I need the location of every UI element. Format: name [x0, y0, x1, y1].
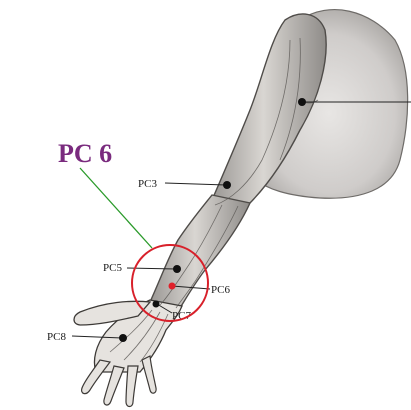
pc7-leader [156, 303, 173, 314]
pc6-label: PC6 [211, 284, 230, 296]
title-pointer-line [79, 167, 153, 249]
shoulder-acupoint [298, 98, 306, 106]
diagram-title: PC 6 [58, 139, 112, 168]
fingers [81, 355, 157, 408]
pc3-point [223, 181, 231, 189]
pc3-leader [164, 182, 227, 186]
pc3-label: PC3 [138, 178, 157, 190]
pc6-leader [171, 285, 211, 290]
pc8-point [119, 334, 127, 342]
highlight-circle [131, 244, 209, 322]
pc8-leader [71, 335, 123, 339]
pc8-label: PC8 [47, 331, 66, 343]
thumb-shape [73, 300, 152, 326]
pc5-label: PC5 [103, 262, 122, 274]
pc5-point [173, 265, 181, 273]
upper-arm-shape [210, 13, 327, 206]
pc7-label: PC7 [172, 310, 191, 322]
pc7-point [152, 300, 160, 308]
pc6-point [168, 282, 176, 290]
anatomy-lines [109, 37, 319, 363]
